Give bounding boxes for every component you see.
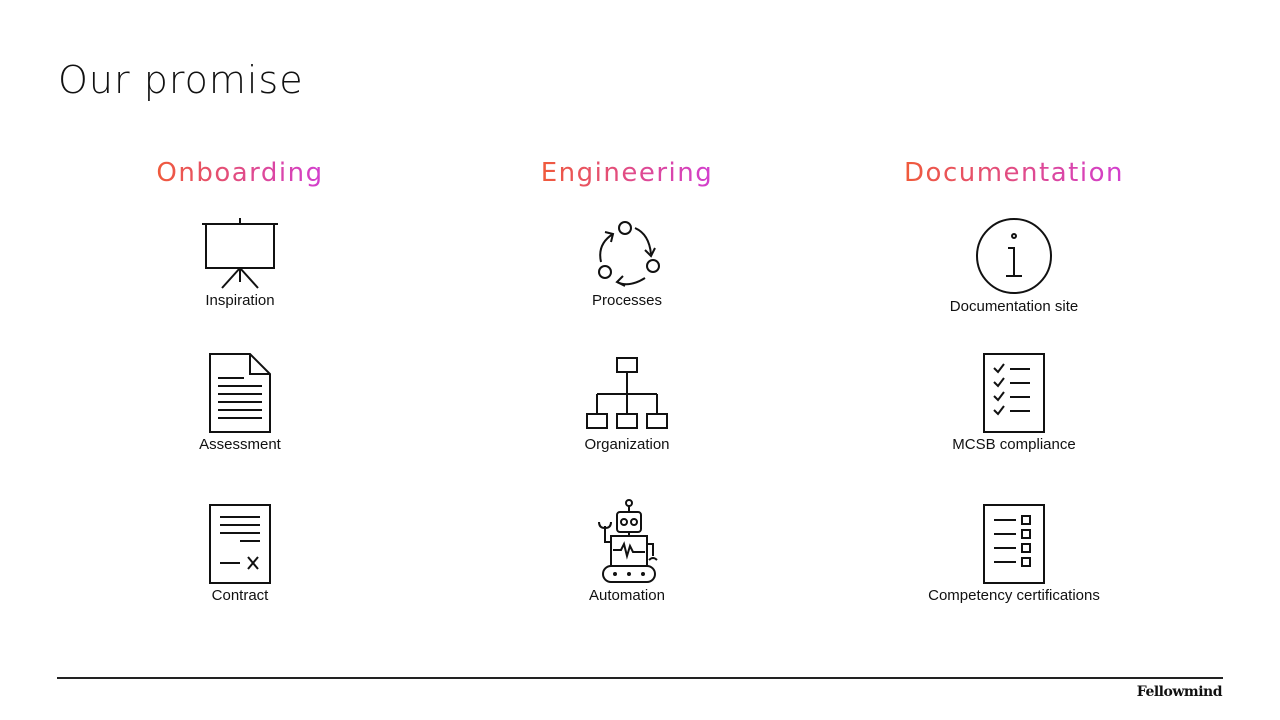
column-heading: Documentation	[904, 158, 1124, 188]
column-heading: Onboarding	[156, 158, 324, 188]
column-documentation: Documentation Documentation site MCSB co…	[854, 158, 1174, 604]
robot-icon	[598, 499, 658, 583]
checkbox-list-icon	[983, 504, 1045, 584]
list-item: Automation	[467, 498, 787, 604]
item-label: Processes	[591, 292, 663, 309]
item-label: Competency certifications	[928, 587, 1100, 604]
page-title: Our promise	[58, 58, 304, 102]
org-chart-icon	[586, 357, 668, 429]
item-label: Inspiration	[205, 292, 275, 309]
document-icon	[209, 353, 271, 433]
footer-divider	[57, 677, 1223, 679]
list-item: Inspiration	[80, 216, 400, 309]
list-item: Organization	[467, 352, 787, 453]
list-item: MCSB compliance	[854, 352, 1174, 453]
column-onboarding: Onboarding Inspiration Assessment Contra…	[80, 158, 400, 604]
list-item: Processes	[467, 216, 787, 309]
list-item: Assessment	[80, 352, 400, 453]
cycle-icon	[598, 221, 660, 287]
contract-icon	[209, 504, 271, 584]
item-label: Automation	[589, 587, 665, 604]
info-icon	[976, 218, 1052, 294]
presentation-board-icon	[202, 218, 278, 289]
list-item: Documentation site	[854, 216, 1174, 315]
list-item: Contract	[80, 503, 400, 604]
column-heading: Engineering	[540, 158, 714, 188]
item-label: Documentation site	[949, 298, 1079, 315]
item-label: Organization	[584, 436, 670, 453]
item-label: MCSB compliance	[952, 436, 1076, 453]
list-item: Competency certifications	[854, 503, 1174, 604]
fellowmind-logo: Fellowmind	[1136, 684, 1223, 700]
item-label: Assessment	[199, 436, 281, 453]
checklist-icon	[983, 353, 1045, 433]
column-engineering: Engineering Processes Organization Autom…	[467, 158, 787, 604]
item-label: Contract	[211, 587, 269, 604]
